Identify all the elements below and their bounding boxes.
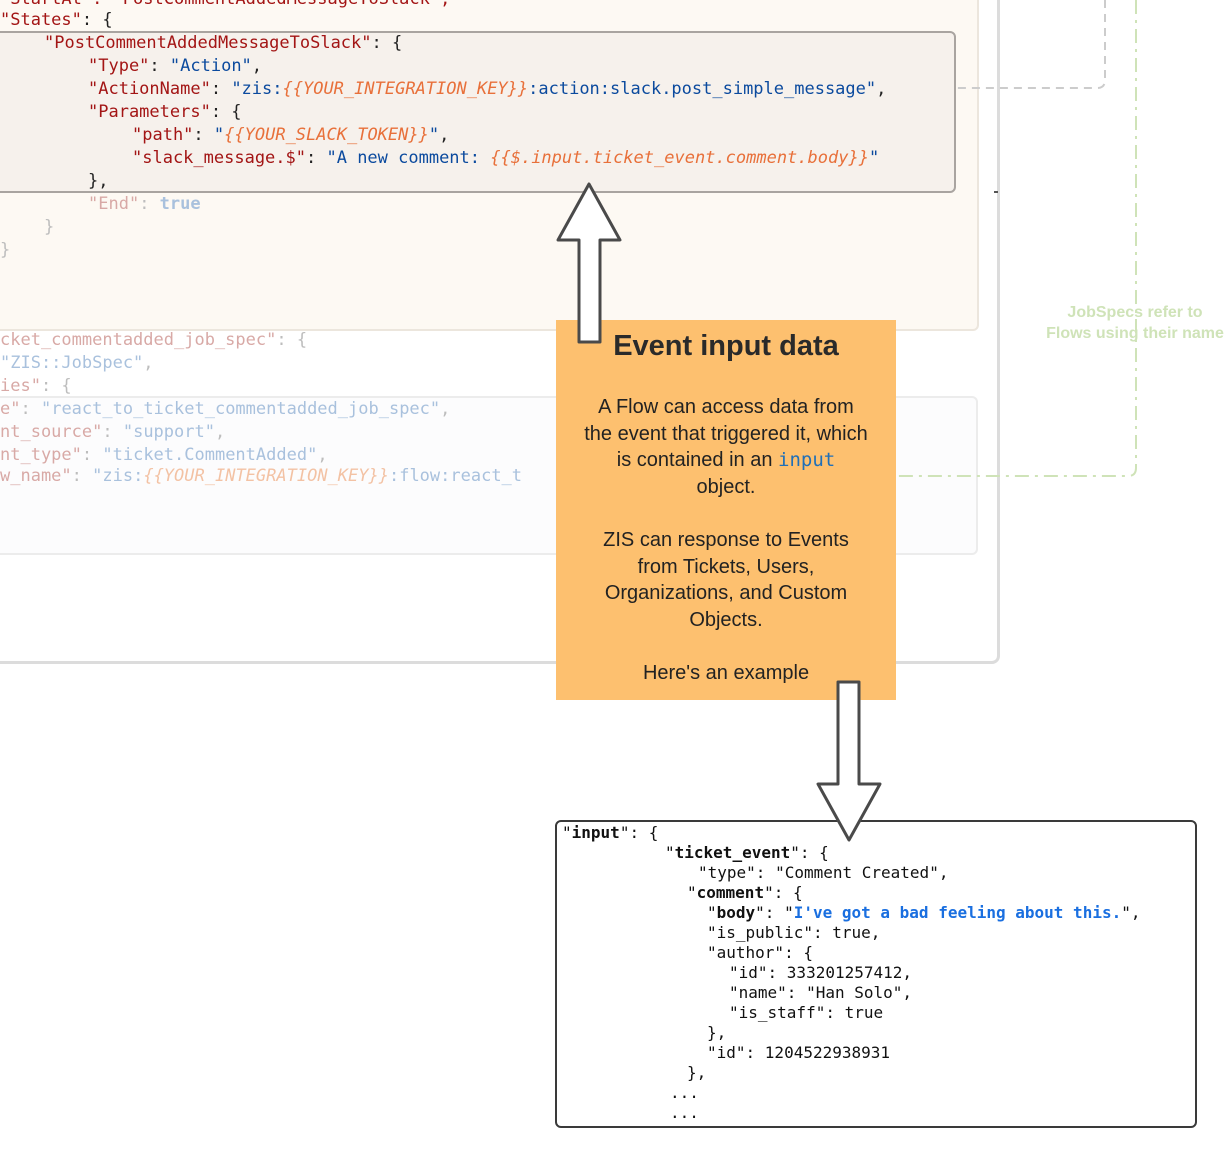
jobspec-props-key: ies"	[0, 376, 41, 396]
slack-message-path: {{$.input.ticket_event.comment.body}}	[490, 148, 869, 168]
input-line-comment-id: "id": 1204522938931	[707, 1043, 891, 1062]
jobspec-source-key: nt_source"	[0, 422, 103, 442]
note-input-code: input	[778, 449, 836, 471]
input-line-close-author: },	[707, 1023, 727, 1042]
code-line-end: "End": true	[88, 194, 201, 214]
note-p2-line2: from Tickets, Users,	[637, 555, 815, 578]
slack-message-key: "slack_message.$"	[132, 148, 306, 168]
code-line-type: "Type": "Action",	[88, 56, 263, 76]
side-label-line1: JobSpecs refer to	[1067, 304, 1203, 321]
end-key: "End"	[88, 194, 140, 214]
note-p1-line1: A Flow can access data from	[598, 396, 854, 418]
input-line-ticket-event: "ticket_event": {	[665, 843, 829, 862]
up-arrow-icon	[556, 182, 622, 344]
input-line-author-name: "name": "Han Solo",	[729, 983, 913, 1002]
code-line-startat: "StartAt": "PostCommentAddedMessageToSla…	[0, 0, 450, 11]
state-highlight-box	[0, 31, 956, 193]
jobspec-jname-value: "react_to_ticket_commentadded_job_spec"	[40, 399, 441, 419]
jobspec-type-value: "ZIS::JobSpec"	[0, 353, 144, 373]
input-line-author-id: "id": 333201257412,	[729, 963, 913, 982]
comment-key: comment	[696, 883, 765, 902]
note-p1-line2: the event that triggered it, which	[584, 422, 868, 445]
jobspec-source-value: "support"	[122, 422, 215, 442]
code-line-path: "path": "{{YOUR_SLACK_TOKEN}}",	[132, 125, 450, 145]
jobspec-etype-key: nt_type"	[0, 445, 82, 465]
input-line-author-staff: "is_staff": true	[729, 1003, 884, 1022]
input-line-input: "input": {	[562, 823, 659, 842]
note-p3-line: Here's an example	[642, 662, 810, 684]
path-quote-close: "	[428, 125, 440, 145]
code-line-states: "States": {	[0, 10, 113, 30]
note-paragraph-2: ZIS can response to Events from Tickets,…	[564, 527, 888, 633]
states-key: "States"	[0, 10, 82, 30]
state-name-key: "PostCommentAddedMessageToSlack"	[44, 33, 372, 53]
body-value: I've got a bad feeling about this.	[793, 903, 1122, 922]
code-line-slack-message: "slack_message.$": "A new comment: {{$.i…	[132, 148, 880, 168]
input-line-comment: "comment": {	[687, 883, 803, 902]
code-line-actionname: "ActionName": "zis:{{YOUR_INTEGRATION_KE…	[88, 79, 887, 99]
slack-token-placeholder: {{YOUR_SLACK_TOKEN}}	[224, 125, 429, 145]
input-line-author: "author": {	[707, 943, 813, 962]
input-line-body: "body": "I've got a bad feeling about th…	[707, 903, 1141, 922]
note-paragraph-3: Here's an example	[564, 660, 888, 687]
path-quote-open: "	[213, 125, 225, 145]
slack-message-quote: "	[868, 148, 880, 168]
note-p1-line3: is contained in an	[616, 449, 779, 471]
note-p2-line4: Objects.	[689, 608, 763, 631]
code-line-close-states: }	[0, 240, 11, 260]
slack-message-prefix: "A new comment:	[326, 148, 491, 168]
startat-text: "StartAt": "PostCommentAddedMessageToSla…	[0, 0, 450, 9]
input-line-ellipsis-2: ...	[670, 1103, 699, 1122]
end-value: true	[159, 194, 201, 214]
jobspec-flow-placeholder: {{YOUR_INTEGRATION_KEY}}	[143, 466, 389, 486]
jobspec-flow-reference-label: JobSpecs refer to Flows using their name	[1030, 302, 1230, 344]
bundle-outline	[0, 0, 1000, 664]
side-label-line2: Flows using their name	[1046, 325, 1224, 342]
jobspec-line-etype: nt_type": "ticket.CommentAdded",	[0, 445, 328, 465]
type-value: "Action"	[169, 56, 252, 76]
jobspec-line-name: cket_commentadded_job_spec": {	[0, 330, 308, 350]
input-line-ellipsis-1: ...	[670, 1083, 699, 1102]
jobspec-jname-key: e"	[0, 399, 21, 419]
jobspec-line-type: "ZIS::JobSpec",	[0, 353, 154, 373]
note-paragraph-1: A Flow can access data from the event th…	[564, 394, 888, 500]
input-line-close-comment: },	[687, 1063, 707, 1082]
jobspec-flow-suffix: :flow:react_t	[388, 466, 523, 486]
note-title: Event input data	[613, 330, 839, 362]
note-p1-line4: object.	[696, 475, 756, 498]
input-key: input	[571, 823, 620, 842]
input-line-type: "type": "Comment Created",	[698, 863, 949, 882]
jobspec-line-jname: e": "react_to_ticket_commentadded_job_sp…	[0, 399, 451, 419]
actionname-key: "ActionName"	[88, 79, 211, 99]
type-key: "Type"	[88, 56, 150, 76]
jobspec-etype-value: "ticket.CommentAdded"	[102, 445, 318, 465]
down-arrow-icon	[816, 680, 882, 842]
jobspec-flow-key: w_name"	[0, 466, 72, 486]
code-line-close-state: }	[44, 217, 55, 237]
jobspec-name-key: cket_commentadded_job_spec"	[0, 330, 277, 350]
actionname-prefix: "zis:	[231, 79, 283, 99]
ticket-event-key: ticket_event	[674, 843, 791, 862]
note-p2-line1: ZIS can response to Events	[603, 529, 849, 551]
path-key: "path"	[132, 125, 194, 145]
jobspec-line-flow: w_name": "zis:{{YOUR_INTEGRATION_KEY}}:f…	[0, 466, 523, 486]
jobspec-line-props: ies": {	[0, 376, 72, 396]
jobspec-flow-prefix: "zis:	[92, 466, 144, 486]
code-line-state-name: "PostCommentAddedMessageToSlack": {	[44, 33, 403, 53]
code-line-close-params: },	[88, 171, 109, 191]
code-line-parameters: "Parameters": {	[88, 102, 242, 122]
note-p2-line3: Organizations, and Custom	[604, 582, 848, 604]
integration-key-placeholder: {{YOUR_INTEGRATION_KEY}}	[282, 79, 529, 99]
event-input-note: Event input data A Flow can access data …	[556, 320, 896, 700]
body-key: body	[716, 903, 756, 922]
input-line-is-public: "is_public": true,	[707, 923, 881, 942]
actionname-suffix: :action:slack.post_simple_message"	[528, 79, 877, 99]
jobspec-line-source: nt_source": "support",	[0, 422, 226, 442]
input-example-box	[555, 820, 1197, 1128]
parameters-key: "Parameters"	[88, 102, 211, 122]
